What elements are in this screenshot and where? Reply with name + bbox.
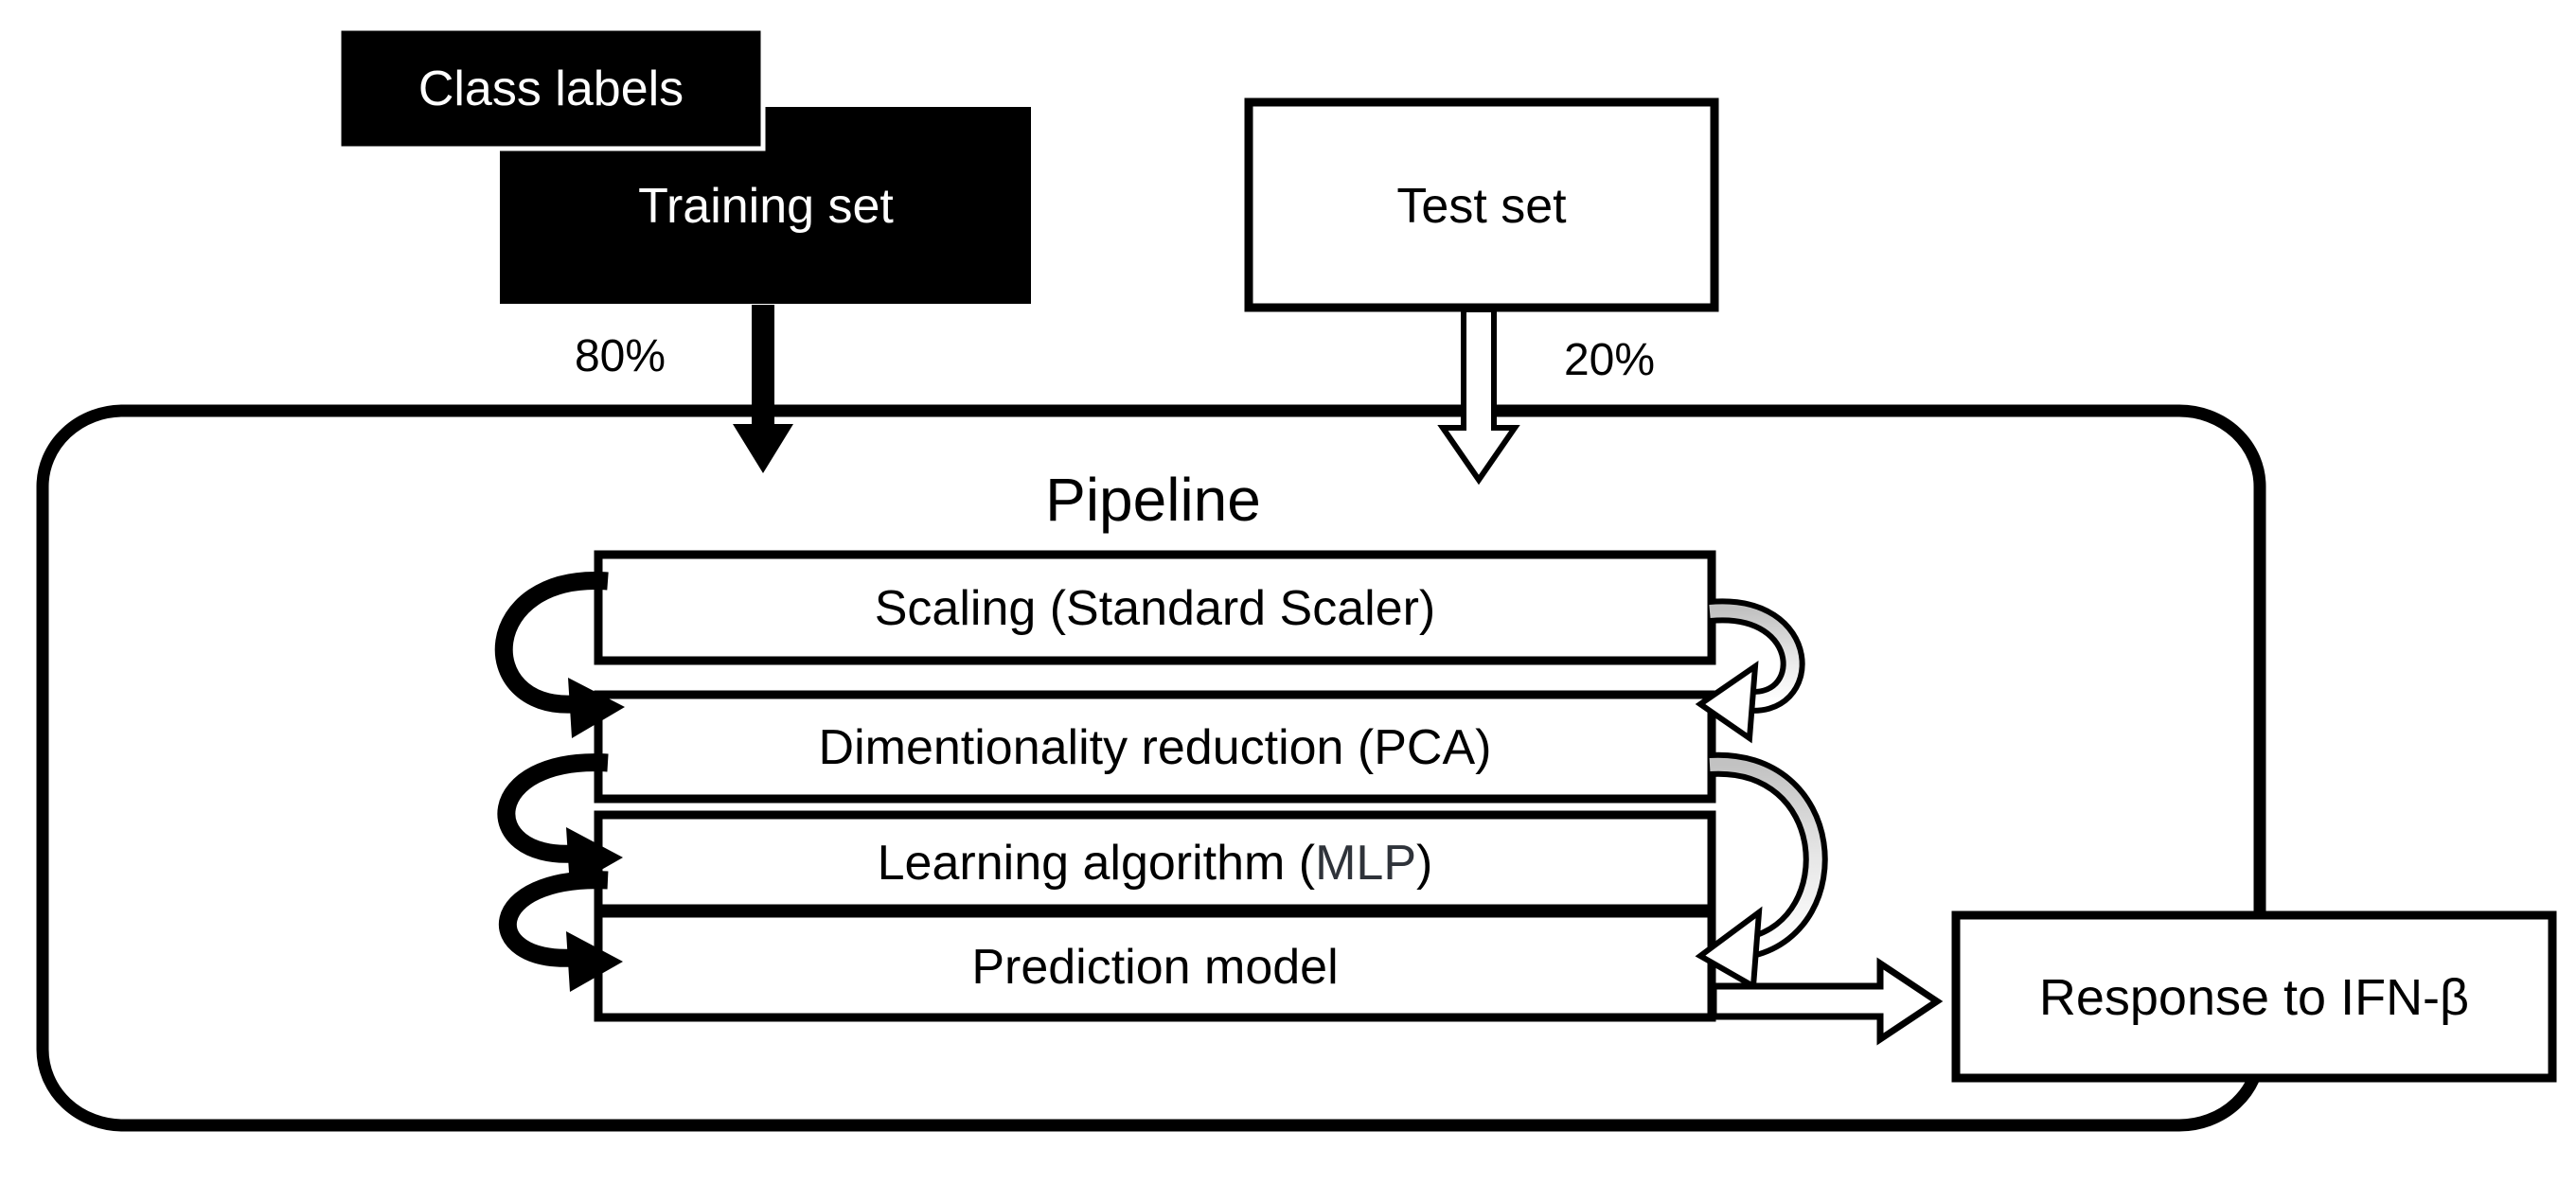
ribbon-arrow-2-fill-icon (1709, 757, 1822, 953)
class-labels-label: Class labels (418, 62, 684, 116)
ribbon-arrowhead-1-icon (1695, 660, 1759, 744)
test-split-percentage: 20% (1564, 335, 1655, 385)
prediction-step-box (594, 909, 1716, 1022)
right-ribbon-arrows (1695, 598, 1828, 991)
scaling-step-label: Scaling (Standard Scaler) (875, 581, 1436, 636)
pipeline-border (36, 404, 2266, 1132)
test-set-label: Test set (1396, 179, 1567, 234)
output: Response to IFN-β (1710, 910, 2557, 1083)
loop-arrow-learning-to-prediction-icon (498, 871, 609, 967)
loop-arrowhead-1-icon (568, 678, 625, 738)
pipeline-title: Pipeline (1045, 466, 1261, 534)
scaling-step-box (594, 550, 1716, 665)
dimensionality-step-box (594, 690, 1716, 804)
training-set-label: Training set (638, 179, 894, 234)
loop-arrowhead-3-icon (566, 931, 623, 992)
pipeline-container: Pipeline (36, 404, 2266, 1132)
response-label: Response to IFN-β (2039, 969, 2469, 1026)
learning-step-label-prefix: Learning algorithm ( (878, 836, 1316, 891)
training-split-arrow-icon (733, 305, 793, 473)
pipeline-steps: Scaling (Standard Scaler) Dimentionality… (594, 550, 1716, 1022)
loop-arrow-scaling-to-dimensionality-icon (494, 572, 609, 714)
prediction-step-label: Prediction model (971, 940, 1338, 995)
loop-arrow-dimensionality-to-learning-icon (497, 753, 609, 863)
ribbon-arrow-1-fill-icon (1709, 604, 1800, 708)
test-input: Test set 20% (1244, 97, 1719, 486)
dimensionality-step-label: Dimentionality reduction (PCA) (819, 720, 1492, 775)
response-box (1951, 910, 2557, 1083)
test-set-box (1244, 97, 1719, 312)
learning-step-label: Learning algorithm (MLP) (878, 836, 1433, 891)
ribbon-arrowhead-2-icon (1695, 906, 1763, 991)
class-labels-box (336, 26, 766, 151)
learning-step-box (594, 810, 1716, 913)
left-loop-arrows (494, 572, 625, 992)
test-split-arrow-icon (1437, 307, 1520, 486)
output-arrow-icon (1710, 957, 1944, 1046)
training-input: Class labels Training set 80% (336, 26, 1031, 473)
training-split-percentage: 80% (575, 331, 666, 381)
learning-step-label-suffix: ) (1416, 836, 1432, 891)
learning-step-algorithm: MLP (1315, 836, 1416, 891)
